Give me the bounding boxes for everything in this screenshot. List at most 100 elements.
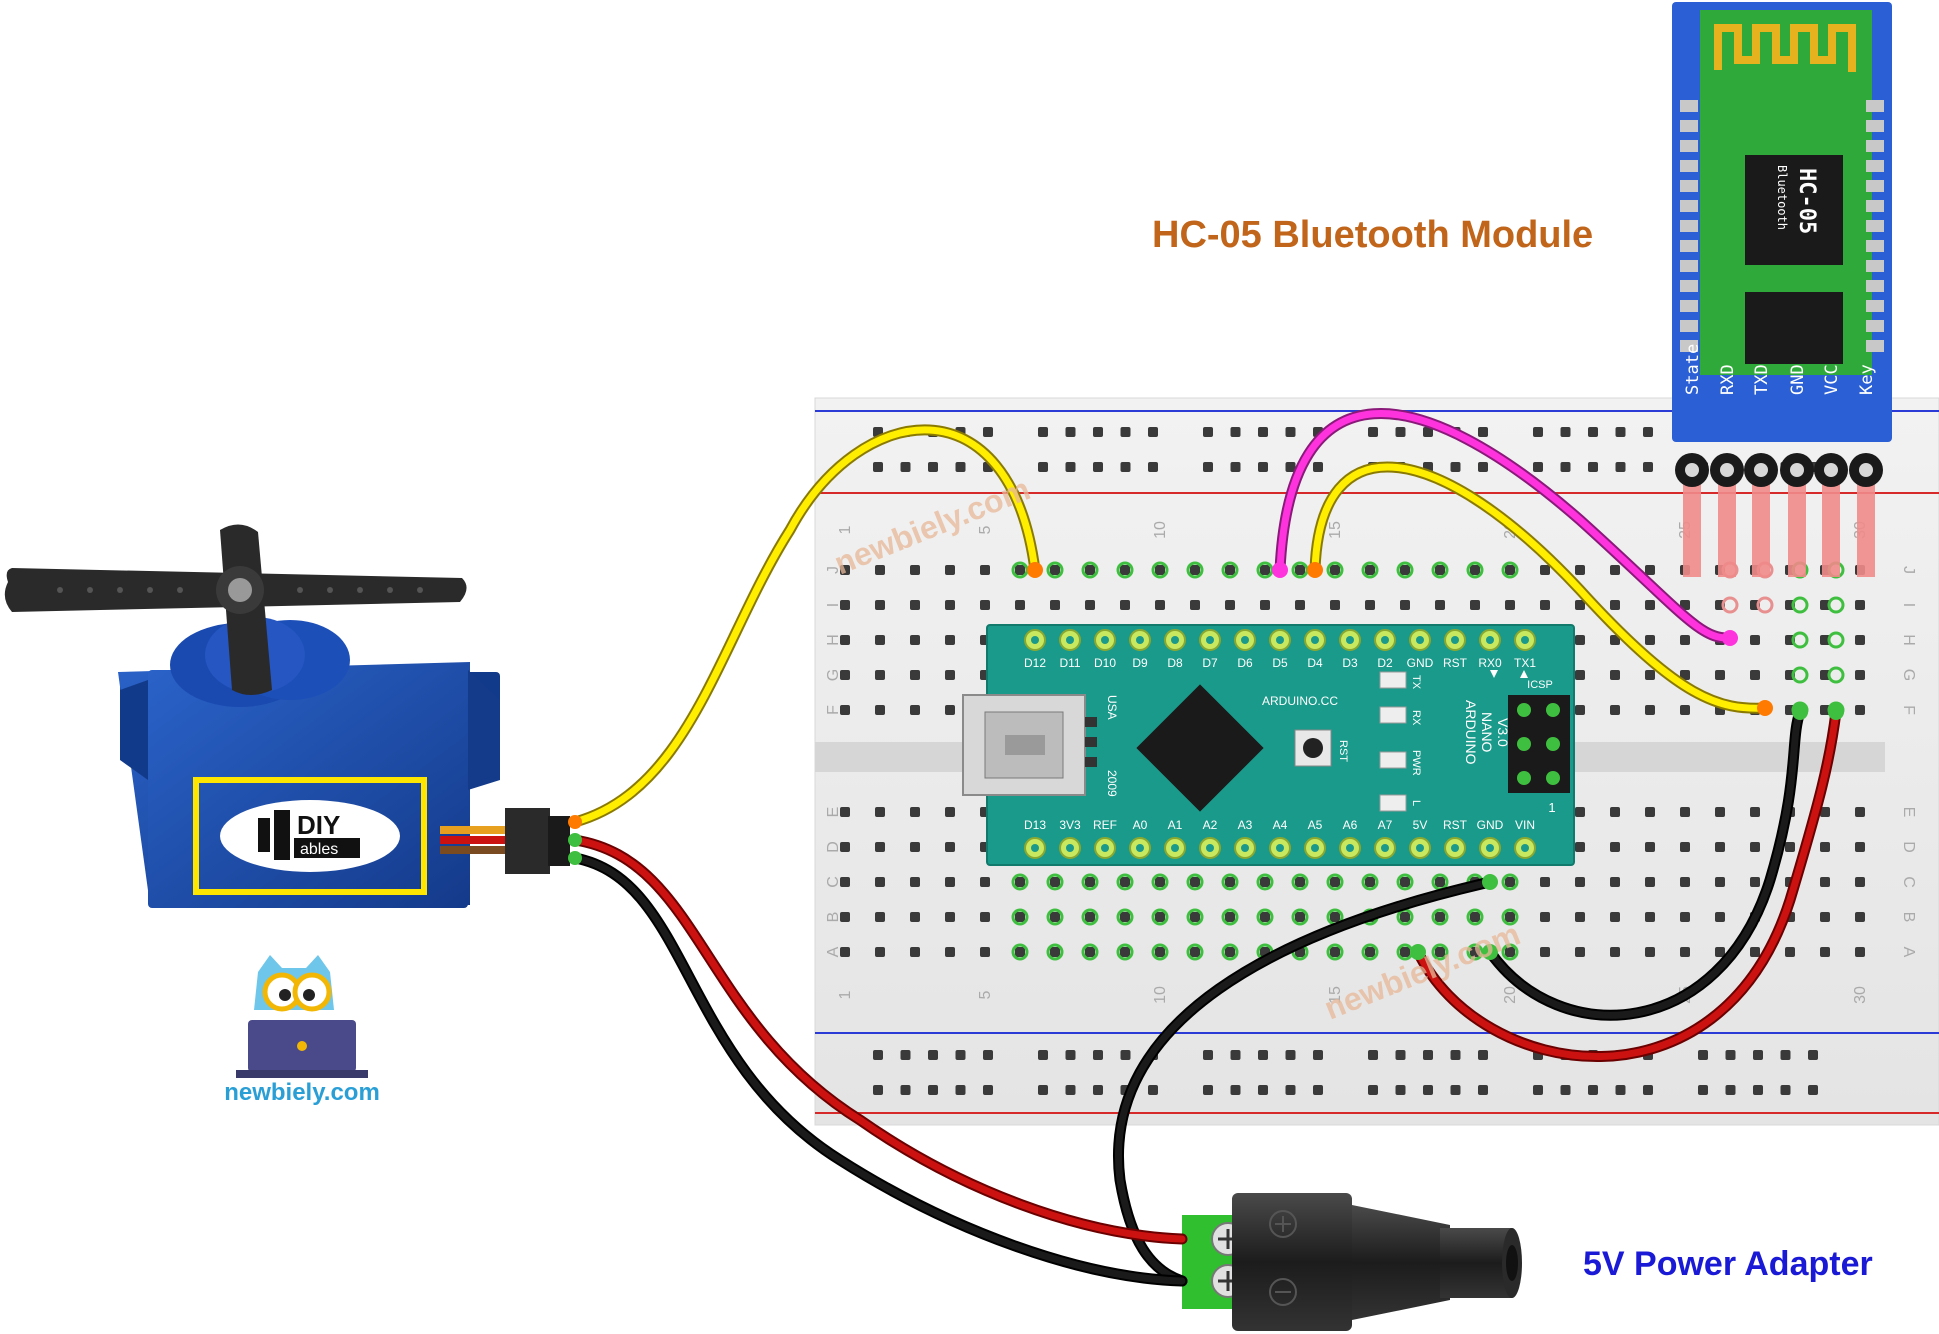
connected-hole [1221,873,1239,891]
row-letter: C [1900,876,1917,888]
rail-hole [1148,462,1158,472]
row-letter: E [825,807,842,818]
breadboard-hole [1680,807,1690,817]
breadboard-hole [1575,600,1585,610]
breadboard-hole [1820,705,1830,715]
breadboard-hole [945,912,955,922]
breadboard-hole [1015,565,1025,575]
breadboard-hole [1505,912,1515,922]
nano-top-pin-label: RX0 [1478,656,1502,670]
breadboard-hole [910,807,920,817]
breadboard-hole [1400,877,1410,887]
breadboard-hole [910,600,920,610]
breadboard-hole [1260,600,1270,610]
connected-hole [1011,908,1029,926]
hc05-header-pin [1683,462,1701,577]
row-letter: G [1900,669,1917,681]
nano-pad-hole [1381,636,1389,644]
nano-pad-hole [1136,636,1144,644]
breadboard-hole [1645,705,1655,715]
rail-hole [1285,427,1296,437]
column-number: 1 [837,525,854,534]
rail-hole [1038,427,1048,437]
hc05-pad [1866,160,1884,172]
nano-pad-hole [1171,844,1179,852]
breadboard-hole [1855,670,1865,680]
rail-hole [955,1050,966,1060]
breadboard-hole [945,670,955,680]
connected-hole [1256,873,1274,891]
connected-hole [1116,561,1134,579]
breadboard-hole [1680,912,1690,922]
hc05-pad [1680,100,1698,112]
breadboard-hole [1505,600,1515,610]
rail-hole [900,462,911,472]
connected-hole [1081,561,1099,579]
nano-model-line-2: NANO [1479,712,1495,753]
rail-hole [955,1085,966,1095]
rail-hole [1423,427,1433,437]
breadboard-hole [1190,877,1200,887]
breadboard-hole [1820,600,1830,610]
row-letter: I [1900,603,1917,607]
breadboard-hole [1575,912,1585,922]
rail-hole [1038,1085,1048,1095]
column-number: 10 [1152,986,1169,1004]
breadboard-hole [875,912,885,922]
connected-hole [1791,596,1809,614]
hc05-pad [1680,320,1698,332]
row-letter: C [825,876,842,888]
nano-bottom-pin-label: GND [1477,818,1504,832]
breadboard-hole [910,912,920,922]
row-letter: A [825,946,842,957]
breadboard-hole [980,565,990,575]
connected-hole [1756,596,1774,614]
rail-hole [928,462,938,472]
connected-hole [1186,908,1204,926]
nano-pad-hole [1136,844,1144,852]
hc05-header-top [1754,463,1768,477]
breadboard-hole [910,842,920,852]
rail-hole [1258,1085,1268,1095]
nano-top-pin-label: GND [1407,656,1434,670]
breadboard-hole [1610,565,1620,575]
breadboard-hole [875,600,885,610]
rail-hole [1093,1050,1103,1060]
breadboard-hole [1540,600,1550,610]
breadboard-hole [1330,912,1340,922]
rail-hole [1725,1050,1736,1060]
row-letter: D [825,841,842,853]
breadboard-hole [1435,565,1445,575]
connected-hole [1116,943,1134,961]
breadboard-hole [840,842,850,852]
breadboard-hole [1400,947,1410,957]
connected-hole [1431,908,1449,926]
connected-hole [1466,561,1484,579]
connected-hole [1046,943,1064,961]
rail-hole [1230,1050,1241,1060]
breadboard-hole [875,565,885,575]
rail-hole [900,1085,911,1095]
rail-hole [1698,1050,1708,1060]
breadboard-hole [1750,842,1760,852]
hc05-chip-subtitle: Bluetooth [1775,165,1789,230]
nano-bottom-pin-label: A0 [1133,818,1148,832]
breadboard-hole [1715,877,1725,887]
rail-hole [1065,1085,1076,1095]
nano-top-pin-label: D6 [1237,656,1253,670]
nano-top-pin-label: D9 [1132,656,1148,670]
breadboard-hole [875,705,885,715]
connected-hole [1396,873,1414,891]
rail-hole [983,1050,993,1060]
nano-pad-hole [1241,636,1249,644]
breadboard-hole [1225,877,1235,887]
connected-hole [1361,561,1379,579]
nano-pad-hole [1311,636,1319,644]
breadboard-hole [875,807,885,817]
nano-led-l: L [1410,800,1422,806]
usb-connector [962,694,1097,796]
servo-logo-bottom: ables [300,841,338,858]
row-letter: H [1900,634,1917,646]
nano-bottom-pin-label: A4 [1273,818,1288,832]
